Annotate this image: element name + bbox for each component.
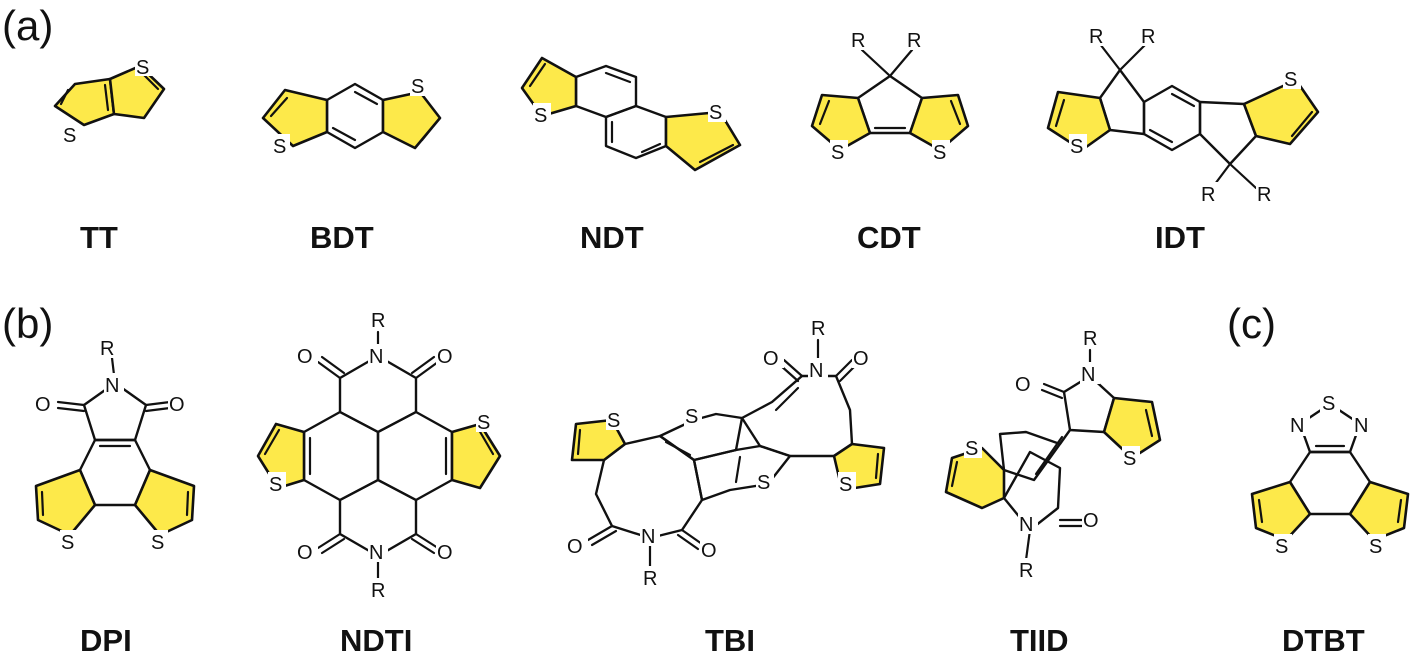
atom-label-s: S [1275, 536, 1288, 558]
atom-label-n: N [369, 346, 383, 368]
label-tiid: TIID [1010, 623, 1069, 658]
atom-label-s: S [534, 105, 547, 127]
label-tbi: TBI [705, 623, 755, 658]
benzene-ring [325, 82, 385, 150]
atom-label-r: R [1201, 184, 1215, 206]
label-ndt: NDT [580, 220, 644, 255]
structure-cdt: S S R R [810, 28, 970, 164]
atom-label-s: S [1322, 393, 1335, 415]
cyclopentadiene-ring [856, 74, 924, 135]
pyrrolone-ring [1002, 450, 1062, 532]
thienothiophene-ring [692, 444, 792, 502]
atom-label-n: N [1081, 364, 1095, 386]
atom-label-o: O [437, 542, 453, 564]
atom-label-s: S [1123, 448, 1136, 470]
atom-label-s: S [273, 136, 286, 158]
atom-label-s: S [709, 102, 722, 124]
structure-tbi: S S S S N O O R N R O O [566, 316, 886, 590]
thiophene-ring [520, 56, 578, 118]
atom-label-r: R [1083, 328, 1097, 350]
atom-label-n: N [1290, 415, 1304, 437]
atom-label-r: R [1257, 184, 1271, 206]
atom-label-s: S [269, 474, 282, 496]
atom-label-n: N [369, 542, 383, 564]
thiophene-ring [133, 468, 196, 537]
atom-label-s: S [933, 142, 946, 164]
thiophene-ring [1046, 90, 1112, 152]
benzene-ring [1142, 84, 1202, 152]
atom-label-s: S [685, 406, 698, 428]
atom-label-s: S [831, 142, 844, 164]
thiophene-ring [261, 88, 329, 148]
atom-label-s: S [136, 57, 149, 79]
atom-label-o: O [297, 542, 313, 564]
cyclopentadiene-ring [1198, 100, 1258, 166]
label-tt: TT [80, 220, 118, 255]
atom-label-r: R [851, 30, 865, 52]
atom-label-o: O [701, 540, 717, 562]
atom-label-s: S [1070, 136, 1083, 158]
atom-label-s: S [477, 412, 490, 434]
atom-label-s: S [607, 410, 620, 432]
label-dpi: DPI [80, 623, 132, 658]
structure-idt: S S R R R R [1046, 24, 1320, 206]
atom-label-o: O [35, 394, 51, 416]
atom-label-r: R [1089, 26, 1103, 48]
label-dtbt: DTBT [1282, 623, 1365, 658]
panel-label-c: (c) [1227, 300, 1276, 347]
thiophene-ring [34, 468, 97, 537]
atom-label-r: R [371, 310, 385, 332]
panel-label-b: (b) [2, 300, 53, 347]
atom-label-s: S [1284, 69, 1297, 91]
structure-ndt: S S [520, 56, 742, 172]
atom-label-o: O [437, 346, 453, 368]
label-ndti: NDTI [340, 623, 412, 658]
atom-label-n: N [1019, 514, 1033, 536]
atom-label-s: S [757, 472, 770, 494]
thiophene-ring [450, 422, 502, 490]
atom-label-r: R [643, 568, 657, 590]
atom-label-o: O [853, 348, 869, 370]
structure-dtbt: S N N S S [1250, 392, 1410, 558]
atom-label-n: N [809, 360, 823, 382]
atom-label-o: O [763, 348, 779, 370]
structure-dpi: S S N R O O [34, 336, 196, 554]
structure-ndti: S S N R O O N R O O [256, 308, 502, 602]
atom-label-n: N [641, 526, 655, 548]
atom-label-r: R [907, 30, 921, 52]
atom-label-r: R [1141, 26, 1155, 48]
structure-tt: S S [53, 56, 166, 147]
benzene-ring [604, 104, 668, 160]
atom-label-s: S [63, 125, 76, 147]
atom-label-o: O [1083, 510, 1099, 532]
label-idt: IDT [1155, 220, 1205, 255]
atom-label-n: N [1354, 415, 1368, 437]
atom-label-s: S [411, 76, 424, 98]
atom-label-o: O [169, 394, 185, 416]
thiophene-ring [1242, 78, 1320, 146]
atom-label-o: O [567, 536, 583, 558]
atom-label-r: R [1019, 560, 1033, 582]
thiophene-ring [53, 77, 116, 127]
atom-label-r: R [100, 338, 114, 360]
structure-bdt: S S [261, 74, 442, 158]
panel-label-a: (a) [2, 2, 53, 49]
atom-label-o: O [297, 346, 313, 368]
atom-label-r: R [811, 318, 825, 340]
atom-label-s: S [61, 532, 74, 554]
atom-label-s: S [1369, 536, 1382, 558]
structure-tiid: S S N R O N O R [944, 326, 1162, 582]
thiophene-ring [1348, 480, 1410, 542]
atom-label-s: S [839, 474, 852, 496]
atom-label-n: N [105, 375, 119, 397]
thiophene-ring [1250, 480, 1312, 542]
atom-label-s: S [151, 532, 164, 554]
thiophene-ring [381, 90, 442, 150]
atom-label-o: O [1015, 374, 1031, 396]
label-bdt: BDT [310, 220, 374, 255]
atom-label-s: S [965, 438, 978, 460]
atom-label-r: R [371, 580, 385, 602]
label-cdt: CDT [857, 220, 921, 255]
